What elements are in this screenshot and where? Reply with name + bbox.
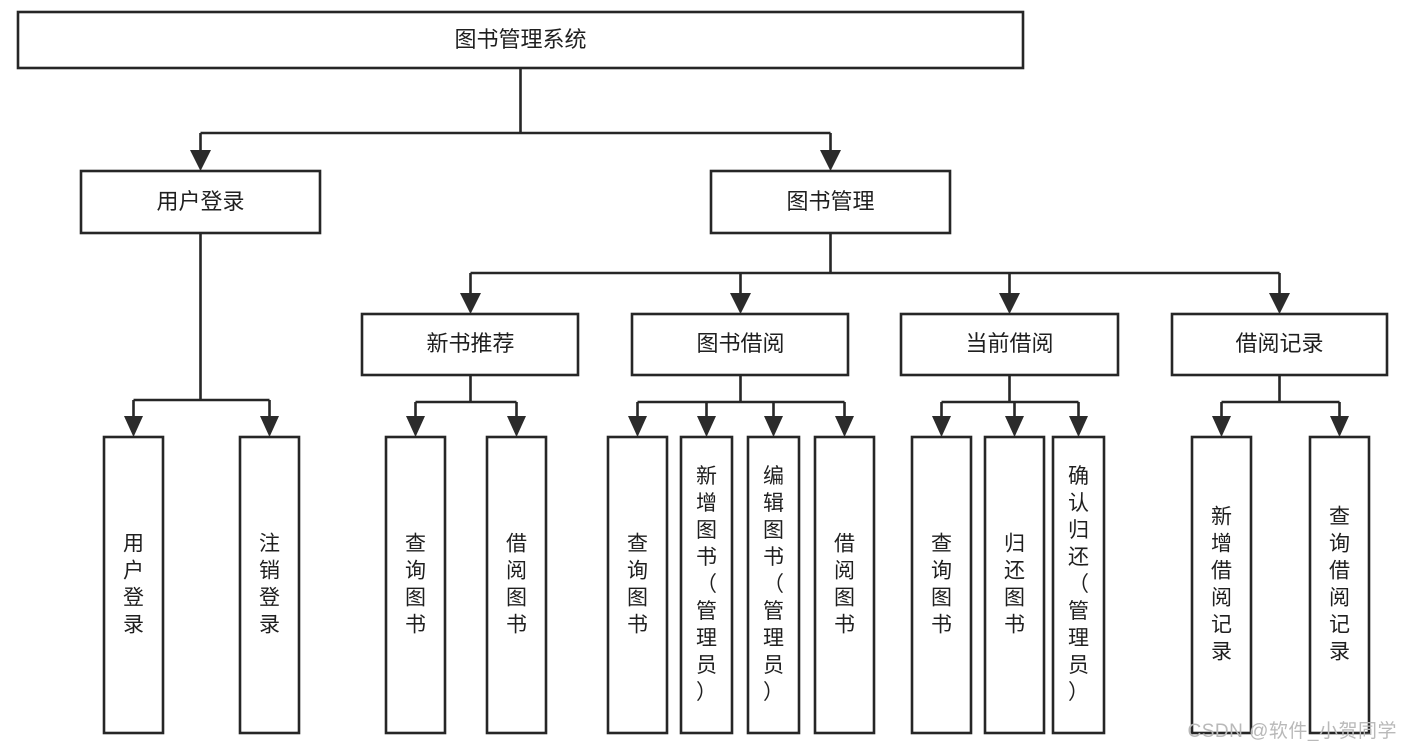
node-leaf-logout-login-label: 注销登录 — [259, 532, 280, 636]
node-leaf-add-book-admin-label: 新增图书（管理员） — [696, 465, 717, 704]
node-leaf-confirm-return-admin[interactable]: 确认归还（管理员） — [1051, 435, 1106, 735]
node-leaf-edit-book-admin-box[interactable] — [746, 435, 801, 735]
connector-newbook-trunk — [414, 375, 518, 418]
node-current-borrow-label: 当前借阅 — [965, 331, 1053, 356]
node-leaf-query-book-3-label: 查询图书 — [931, 532, 952, 636]
arrow-to-leaf-query-book-1 — [406, 416, 425, 437]
node-leaf-confirm-return-admin-box[interactable] — [1051, 435, 1106, 735]
node-leaf-logout-login-box[interactable] — [238, 435, 301, 735]
arrow-to-user-login — [190, 150, 211, 171]
node-new-book-recommend-box[interactable] — [360, 312, 580, 377]
node-leaf-query-borrow-record-label: 查询借阅记录 — [1329, 505, 1350, 663]
node-root[interactable]: 图书管理系统 — [16, 10, 1025, 70]
node-leaf-return-book-box[interactable] — [983, 435, 1046, 735]
node-leaf-query-book-1[interactable]: 查询图书 — [384, 435, 447, 735]
node-leaf-query-book-2-box[interactable] — [606, 435, 669, 735]
node-leaf-borrow-book-1[interactable]: 借阅图书 — [485, 435, 548, 735]
arrow-to-book-manage — [820, 150, 841, 171]
node-leaf-query-book-2[interactable]: 查询图书 — [606, 435, 669, 735]
leaf-layer: 用户登录 注销登录 查询图书 借阅图书 查询图书 新增图书（管理员） — [102, 435, 1371, 735]
arrow-to-leaf-return-book — [1005, 416, 1024, 437]
arrow-to-current-borrow — [999, 293, 1020, 314]
connector-borrowrecord-trunk — [1220, 375, 1341, 418]
arrow-to-borrow-record — [1269, 293, 1290, 314]
arrow-to-leaf-logout-login — [260, 416, 279, 437]
arrow-to-leaf-add-borrow-record — [1212, 416, 1231, 437]
node-borrow-record-box[interactable] — [1170, 312, 1389, 377]
node-leaf-edit-book-admin-label: 编辑图书（管理员） — [763, 465, 784, 704]
connector-bookmanage-trunk — [469, 233, 1281, 295]
node-leaf-query-borrow-record-box[interactable] — [1308, 435, 1371, 735]
node-leaf-return-book-label: 归还图书 — [1004, 532, 1025, 636]
connector-root-trunk — [199, 68, 832, 152]
arrow-to-leaf-query-book-2 — [628, 416, 647, 437]
node-root-label: 图书管理系统 — [454, 27, 586, 52]
node-leaf-user-login-label: 用户登录 — [123, 532, 144, 636]
node-book-borrow-label: 图书借阅 — [696, 331, 784, 356]
node-user-login[interactable]: 用户登录 — [79, 169, 322, 235]
node-leaf-logout-login[interactable]: 注销登录 — [238, 435, 301, 735]
arrow-to-leaf-query-borrow-record — [1330, 416, 1349, 437]
node-leaf-add-borrow-record-label: 新增借阅记录 — [1211, 505, 1232, 663]
node-borrow-record-label: 借阅记录 — [1235, 331, 1323, 356]
node-leaf-add-book-admin[interactable]: 新增图书（管理员） — [679, 435, 734, 735]
node-user-login-box[interactable] — [79, 169, 322, 235]
node-book-borrow[interactable]: 图书借阅 — [630, 312, 850, 377]
node-leaf-add-book-admin-box[interactable] — [679, 435, 734, 735]
node-leaf-query-book-3[interactable]: 查询图书 — [910, 435, 973, 735]
node-leaf-borrow-book-1-label: 借阅图书 — [506, 532, 527, 636]
csdn-watermark: CSDN @软件_小贺同学 — [1187, 721, 1397, 742]
arrow-to-leaf-user-login — [124, 416, 143, 437]
node-leaf-query-book-3-box[interactable] — [910, 435, 973, 735]
node-leaf-borrow-book-2-box[interactable] — [813, 435, 876, 735]
node-leaf-user-login-box[interactable] — [102, 435, 165, 735]
node-borrow-record[interactable]: 借阅记录 — [1170, 312, 1389, 377]
node-leaf-add-borrow-record-box[interactable] — [1190, 435, 1253, 735]
node-current-borrow[interactable]: 当前借阅 — [899, 312, 1120, 377]
arrow-to-leaf-borrow-book-1 — [507, 416, 526, 437]
node-book-manage-box[interactable] — [709, 169, 952, 235]
node-leaf-query-book-1-box[interactable] — [384, 435, 447, 735]
node-current-borrow-box[interactable] — [899, 312, 1120, 377]
node-leaf-user-login[interactable]: 用户登录 — [102, 435, 165, 735]
node-book-borrow-box[interactable] — [630, 312, 850, 377]
node-leaf-query-borrow-record[interactable]: 查询借阅记录 — [1308, 435, 1371, 735]
connector-currentborrow-trunk — [940, 375, 1080, 418]
arrow-to-leaf-edit-book-admin — [764, 416, 783, 437]
arrow-to-leaf-confirm-return-admin — [1069, 416, 1088, 437]
node-book-manage[interactable]: 图书管理 — [709, 169, 952, 235]
arrow-to-leaf-query-book-3 — [932, 416, 951, 437]
connector-layer — [132, 68, 1341, 418]
node-leaf-add-borrow-record[interactable]: 新增借阅记录 — [1190, 435, 1253, 735]
node-leaf-borrow-book-1-box[interactable] — [485, 435, 548, 735]
node-leaf-query-book-2-label: 查询图书 — [627, 532, 648, 636]
node-leaf-edit-book-admin[interactable]: 编辑图书（管理员） — [746, 435, 801, 735]
node-leaf-return-book[interactable]: 归还图书 — [983, 435, 1046, 735]
node-book-manage-label: 图书管理 — [786, 189, 874, 214]
node-root-box[interactable] — [16, 10, 1025, 70]
connector-bookborrow-trunk — [636, 375, 846, 418]
connector-userlogin-trunk — [132, 233, 271, 418]
arrow-to-leaf-borrow-book-2 — [835, 416, 854, 437]
arrow-to-book-borrow — [730, 293, 751, 314]
arrow-to-leaf-add-book-admin — [697, 416, 716, 437]
node-leaf-confirm-return-admin-label: 确认归还（管理员） — [1068, 465, 1089, 704]
node-leaf-borrow-book-2-label: 借阅图书 — [834, 532, 855, 636]
arrowhead-layer — [124, 150, 1349, 437]
arrow-to-new-book-recommend — [460, 293, 481, 314]
node-leaf-borrow-book-2[interactable]: 借阅图书 — [813, 435, 876, 735]
node-user-login-label: 用户登录 — [156, 189, 244, 214]
node-leaf-query-book-1-label: 查询图书 — [405, 532, 426, 636]
node-new-book-recommend-label: 新书推荐 — [426, 331, 514, 356]
node-new-book-recommend[interactable]: 新书推荐 — [360, 312, 580, 377]
